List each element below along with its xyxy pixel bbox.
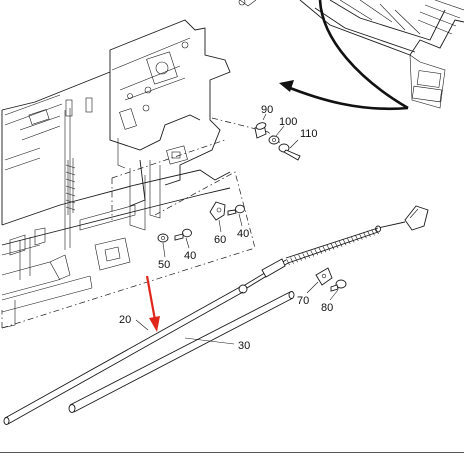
fastener-100-washer	[268, 135, 280, 145]
detail-pointer-arrow	[279, 0, 409, 111]
cable-assembly	[238, 205, 429, 294]
frame-boundary-line	[1, 139, 256, 329]
cable-handle	[404, 205, 429, 231]
screw-axis-line	[211, 117, 289, 151]
fastener-60-clamp	[209, 201, 226, 221]
callout-110: 110	[300, 128, 318, 140]
callout-20: 20	[119, 314, 131, 326]
screw-80	[330, 279, 347, 292]
callout-40-right: 40	[237, 228, 249, 240]
callout-90: 90	[261, 104, 273, 116]
callout-80: 80	[321, 302, 333, 314]
fastener-40-screw-right	[227, 204, 245, 216]
chain	[65, 158, 76, 215]
fastener-110-screw	[278, 143, 301, 161]
fastener-90-spacer	[254, 122, 267, 139]
assembly-inset	[238, 0, 464, 109]
callout-60: 60	[214, 234, 226, 246]
leader-lines	[135, 113, 339, 345]
rod-30	[68, 291, 295, 413]
red-indicator-arrow	[145, 275, 160, 332]
page-bottom-rule	[0, 452, 464, 453]
callout-30: 30	[238, 340, 250, 352]
rod-20	[3, 286, 244, 425]
callout-40-left: 40	[184, 250, 196, 262]
callout-70: 70	[297, 295, 309, 307]
callout-100: 100	[279, 116, 297, 128]
fastener-40-screw-left	[174, 228, 192, 241]
callout-50: 50	[158, 259, 170, 271]
fastener-50-nut	[157, 233, 169, 243]
main-frame	[1, 19, 231, 329]
bracket-70	[315, 267, 333, 286]
